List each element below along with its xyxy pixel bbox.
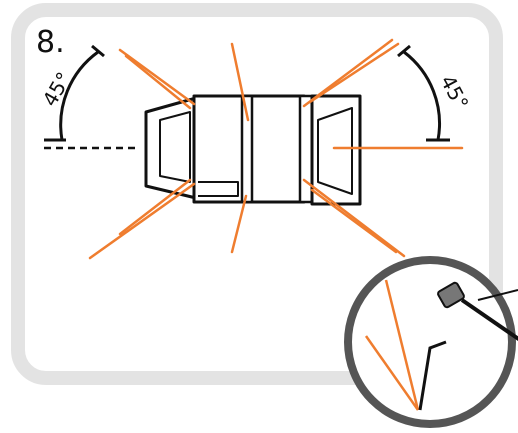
inset-guide-lines — [364, 279, 420, 411]
inset-detail — [344, 256, 518, 428]
staple-icon — [418, 340, 447, 411]
step-number: 8. — [36, 25, 65, 60]
housing-body — [144, 94, 362, 206]
hammer-icon — [437, 281, 518, 342]
inset-ring — [344, 256, 516, 428]
guide-lines — [88, 38, 464, 260]
